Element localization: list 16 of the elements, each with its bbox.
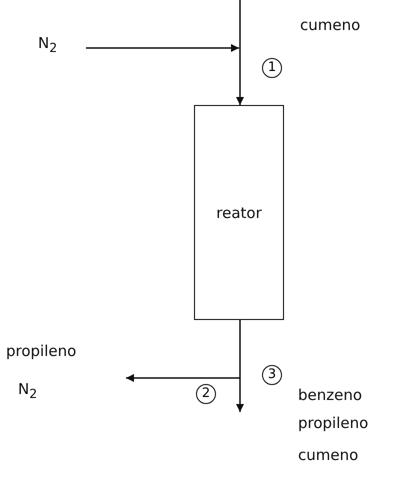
stream-label: cumeno bbox=[300, 16, 360, 34]
stream-number: 2 bbox=[196, 384, 216, 404]
stream-number: 3 bbox=[262, 365, 282, 385]
reactor-label: reator bbox=[215, 204, 263, 222]
stream-label: benzeno bbox=[298, 386, 362, 404]
stream-label: propileno bbox=[6, 342, 76, 360]
flow-arrow bbox=[126, 374, 240, 382]
flow-arrow bbox=[236, 320, 244, 412]
stream-number: 1 bbox=[262, 58, 282, 78]
reactor-vessel bbox=[194, 105, 284, 320]
flow-arrow bbox=[86, 44, 239, 52]
flow-arrow bbox=[236, 0, 244, 105]
stream-label: cumeno bbox=[298, 446, 358, 464]
stream-label: N$_{2}$ bbox=[38, 34, 58, 55]
stream-label: propileno bbox=[298, 414, 368, 432]
stream-label: N$_{2}$ bbox=[18, 380, 38, 401]
